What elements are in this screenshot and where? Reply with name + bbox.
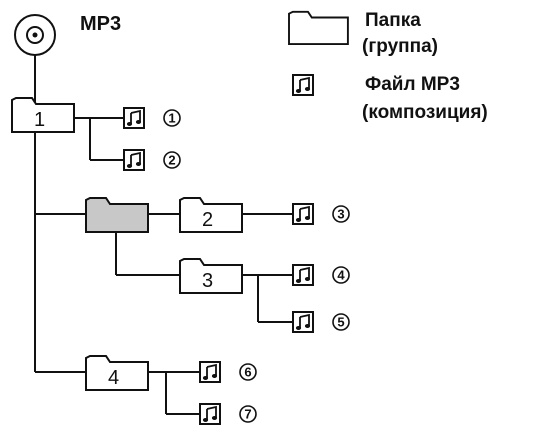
legend-file-subtitle: (композиция) bbox=[362, 102, 488, 123]
music-file-icon bbox=[292, 311, 314, 333]
music-file-icon bbox=[123, 107, 145, 129]
root-label: MP3 bbox=[80, 13, 121, 35]
track-marker: 7 bbox=[244, 407, 251, 422]
folder-3-label: 3 bbox=[202, 270, 213, 292]
music-file-icon bbox=[292, 203, 314, 225]
folder-4-label: 4 bbox=[108, 367, 119, 389]
track-4: 4 bbox=[292, 264, 350, 286]
music-file-icon bbox=[292, 264, 314, 286]
track-3: 3 bbox=[292, 203, 350, 225]
track-6: 6 bbox=[199, 361, 257, 383]
folder-4: 4 bbox=[85, 355, 149, 391]
track-marker: 4 bbox=[337, 268, 345, 283]
track-marker: 2 bbox=[168, 153, 175, 168]
track-7: 7 bbox=[199, 403, 257, 425]
folder-1-label: 1 bbox=[34, 109, 45, 131]
legend-folder-title: Папка bbox=[365, 10, 421, 31]
folder-1: 1 bbox=[11, 97, 75, 133]
folder-3: 3 bbox=[179, 258, 243, 294]
legend-file-title: Файл MP3 bbox=[365, 74, 460, 95]
tree-connectors bbox=[34, 55, 293, 415]
track-marker: 6 bbox=[244, 365, 251, 380]
folder-2-label: 2 bbox=[202, 209, 213, 231]
track-5: 5 bbox=[292, 311, 350, 333]
cd-disc-icon bbox=[14, 14, 56, 56]
track-1: 1 bbox=[123, 107, 181, 129]
music-file-icon bbox=[199, 361, 221, 383]
track-2: 2 bbox=[123, 149, 181, 171]
track-marker: 1 bbox=[168, 111, 175, 126]
folder-root-group bbox=[85, 197, 149, 233]
legend-folder-icon bbox=[288, 10, 349, 46]
music-file-icon bbox=[199, 403, 221, 425]
legend-file-icon bbox=[292, 74, 314, 96]
track-marker: 5 bbox=[337, 315, 344, 330]
music-file-icon bbox=[123, 149, 145, 171]
folder-2: 2 bbox=[179, 197, 243, 233]
track-marker: 3 bbox=[337, 207, 344, 222]
legend: Папка (группа) Файл MP3 (композиция) bbox=[288, 10, 488, 123]
legend-folder-subtitle: (группа) bbox=[362, 36, 438, 57]
